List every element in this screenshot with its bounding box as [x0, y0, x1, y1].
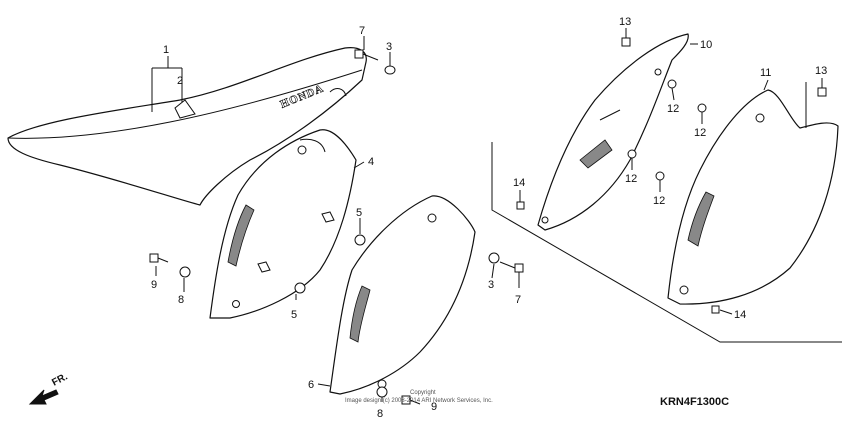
callout-3: 3 [488, 279, 494, 291]
callout-14: 14 [734, 309, 746, 321]
bolt-14-left[interactable] [516, 201, 525, 210]
right-number-plate[interactable] [667, 89, 839, 305]
seat[interactable]: HONDA [7, 47, 367, 206]
collar-8-left[interactable] [179, 266, 191, 278]
callout-12: 12 [694, 127, 706, 139]
callout-3: 3 [386, 41, 392, 53]
nut-12-b[interactable] [697, 103, 707, 113]
callout-6: 6 [308, 379, 314, 391]
bolt-13-left[interactable] [621, 37, 631, 47]
callout-13: 13 [619, 16, 631, 28]
callout-13: 13 [815, 65, 827, 77]
front-direction-label: FR. [50, 371, 70, 388]
callout-12: 12 [667, 103, 679, 115]
callout-8: 8 [377, 408, 383, 420]
callout-9: 9 [431, 401, 437, 413]
bolt-9-bottom[interactable] [401, 395, 421, 405]
callout-9: 9 [151, 279, 157, 291]
callout-10: 10 [700, 39, 712, 51]
callout-11: 11 [760, 67, 771, 79]
front-direction-arrow-icon: FR. [28, 371, 70, 405]
callout-12: 12 [625, 173, 637, 185]
bolt-13-right[interactable] [817, 87, 827, 97]
callout-5: 5 [356, 207, 362, 219]
nut-12-d[interactable] [655, 171, 665, 181]
collar-3-top[interactable] [384, 65, 396, 75]
callout-1: 1 [163, 44, 169, 56]
callout-7: 7 [359, 25, 365, 37]
bolt-7-right[interactable] [499, 261, 524, 273]
collar-3-right[interactable] [488, 252, 500, 264]
bolt-7-top[interactable] [354, 49, 379, 61]
callout-7: 7 [515, 294, 521, 306]
callout-4: 4 [368, 156, 374, 168]
bolt-14-right[interactable] [711, 305, 720, 314]
nut-12-a[interactable] [667, 79, 677, 89]
collar-8-bottom[interactable] [376, 386, 388, 398]
callout-12: 12 [653, 195, 665, 207]
callout-2: 2 [177, 75, 183, 87]
callout-5: 5 [291, 309, 297, 321]
right-side-cover[interactable] [537, 33, 689, 231]
left-number-plate[interactable] [329, 195, 476, 395]
left-side-cover[interactable] [209, 129, 357, 319]
bolt-9-left[interactable] [149, 253, 169, 263]
nut-5-lower[interactable] [257, 261, 306, 294]
callout-14: 14 [513, 177, 525, 189]
copyright-line-2: Image design (c) 2003-2014 ARI Network S… [345, 398, 493, 404]
diagram-code: KRN4F1300C [660, 396, 729, 408]
copyright-line-1: Copyright [410, 390, 436, 396]
nut-5-upper[interactable] [321, 211, 366, 246]
nut-12-c[interactable] [627, 149, 637, 159]
callout-8: 8 [178, 294, 184, 306]
